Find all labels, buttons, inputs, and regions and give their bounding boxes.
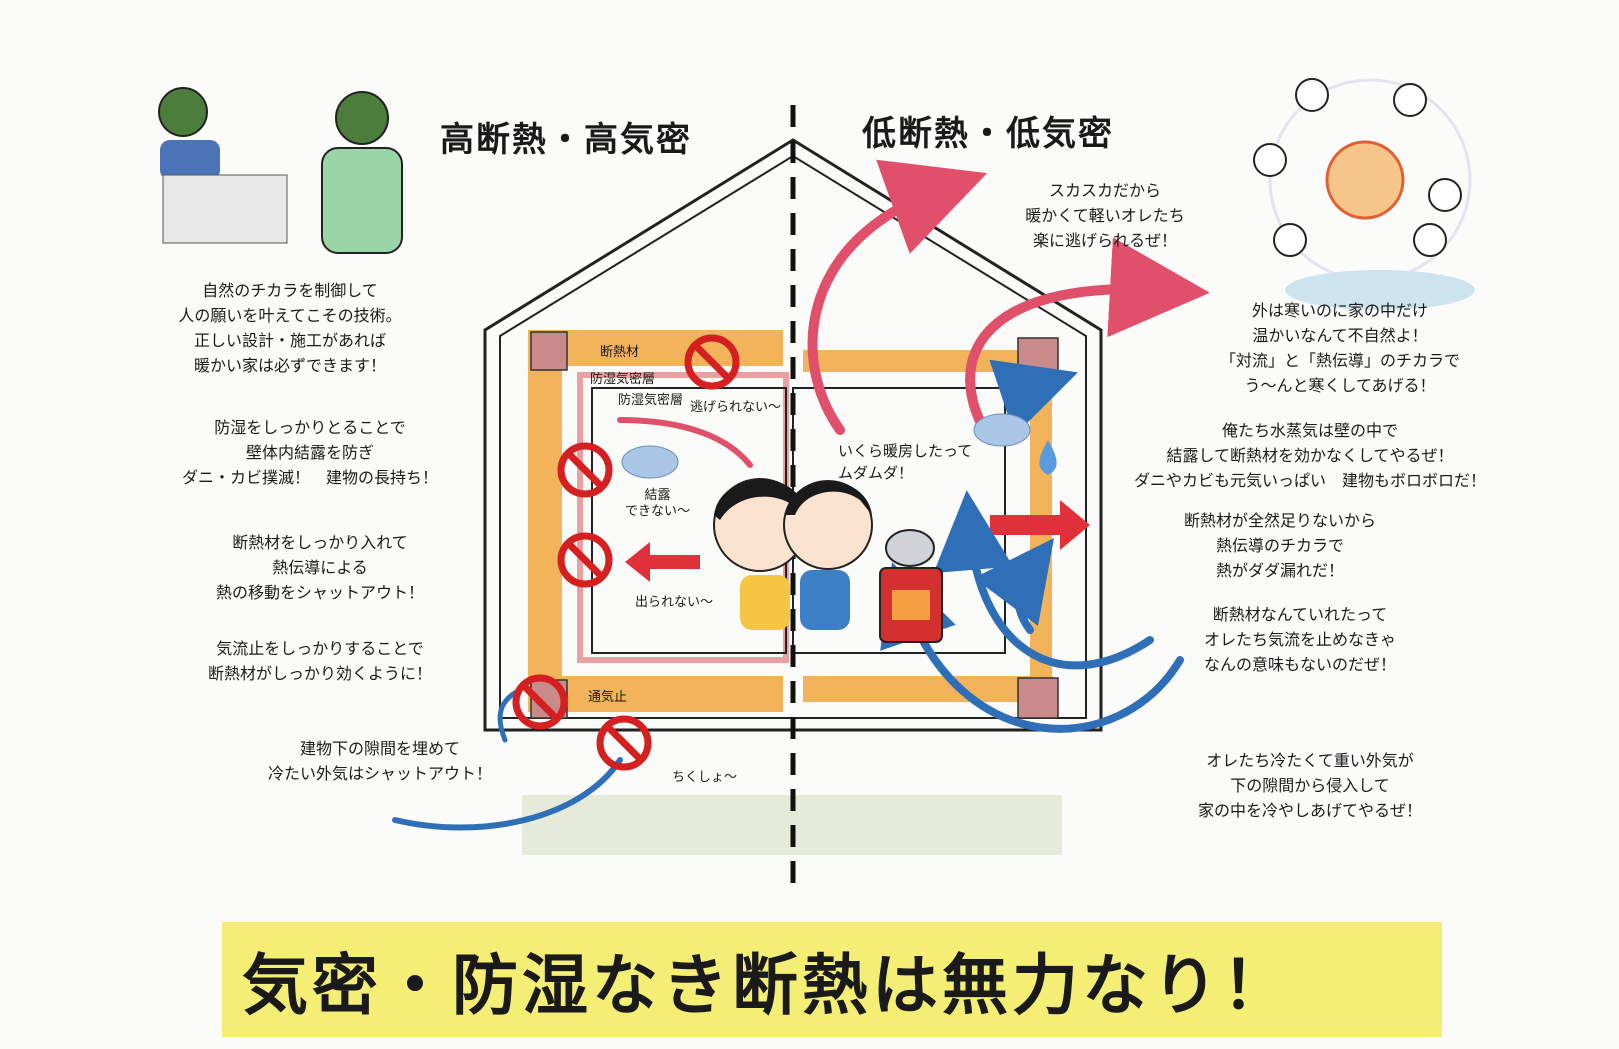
stove-icon: [879, 567, 943, 643]
label-cant-exit: 出られない〜: [635, 595, 714, 610]
heading-high-insulation: 高断熱・高気密: [440, 120, 692, 160]
label-vapor-barrier-2: 防湿気密層: [618, 393, 684, 408]
water-drop-icon: [1039, 440, 1057, 475]
heat-leak-arrow: [990, 500, 1090, 550]
left-text-airflow: 気流止をしっかりすることで 断熱材がしっかり効くように！: [207, 639, 432, 683]
right-text-airflow: 断熱材なんていれたって オレたち気流を止めなきゃ なんの意味もないのだぜ！: [1203, 605, 1396, 674]
left-text-vapor: 防湿をしっかりとることで 壁体内結露を防ぎ ダニ・カビ撲滅！ 建物の長持ち！: [181, 418, 438, 487]
builder-character-icon: [321, 91, 403, 254]
corner-block: [1017, 337, 1059, 379]
weather-goddess-icon: [1268, 78, 1475, 310]
right-text-leak: 断熱材が全然足りないから 熱伝導のチカラで 熱がダダ漏れだ！: [1183, 511, 1376, 580]
right-text-vapor: 俺たち水蒸気は壁の中で 結露して断熱材を効かなくしてやるぜ！ ダニやカビも元気い…: [1133, 421, 1486, 490]
label-vapor-barrier: 防湿気密層: [590, 372, 656, 387]
no-sign: [557, 442, 613, 498]
no-sign: [596, 715, 652, 771]
no-sign: [557, 532, 613, 588]
blocked-heat-arrow: [625, 542, 700, 582]
girl-character-icon: [713, 478, 807, 630]
warm-air-arrows: [617, 159, 1210, 468]
heading-low-insulation: 低断熱・低気密: [862, 114, 1114, 154]
right-text-cold-air: オレたち冷たくて重い外気が 下の隙間から侵入して 家の中を冷やしあげてやるぜ！: [1197, 751, 1422, 820]
boy-character-icon: [783, 480, 873, 630]
no-sign: [684, 334, 740, 390]
label-cant-escape: 逃げられない〜: [690, 400, 782, 415]
soccer-ball-icon: [1253, 78, 1462, 257]
kettle-icon: [885, 529, 935, 567]
left-text-technology: 自然のチカラを制御して 人の願いを叶えてこその技術。 正しい設計・施工があれば …: [178, 281, 402, 375]
label-heating-wasted: いくら暖房したって ムダムダ！: [838, 442, 973, 482]
left-insulation: [528, 330, 789, 712]
label-insulation: 断熱材: [600, 345, 640, 360]
left-text-underfloor: 建物下の隙間を埋めて 冷たい外気はシャットアウト！: [267, 739, 492, 783]
no-sign-group: [512, 334, 740, 771]
designer-character-icon: [158, 87, 288, 244]
cloud-icon: [621, 413, 1031, 479]
label-airflow-stop: 通気止: [588, 690, 628, 705]
corner-block: [1017, 677, 1059, 719]
corner-block: [530, 331, 568, 371]
right-text-unnatural: 外は寒いのに家の中だけ 温かいなんて不自然よ！ 「対流」と「熱伝導」のチカラで …: [1219, 301, 1460, 395]
label-damn: ちくしょ〜: [672, 770, 738, 785]
label-no-condensation: 結露 できない〜: [625, 488, 691, 519]
no-sign: [512, 674, 568, 730]
right-text-escape: スカスカだから 暖かくて軽いオレたち 楽に逃げられるぜ！: [1025, 181, 1185, 250]
slogan-banner: 気密・防湿なき断熱は無力なり！: [222, 922, 1442, 1037]
left-text-insulation: 断熱材をしっかり入れて 熱伝導による 熱の移動をシャットアウト！: [215, 533, 424, 602]
